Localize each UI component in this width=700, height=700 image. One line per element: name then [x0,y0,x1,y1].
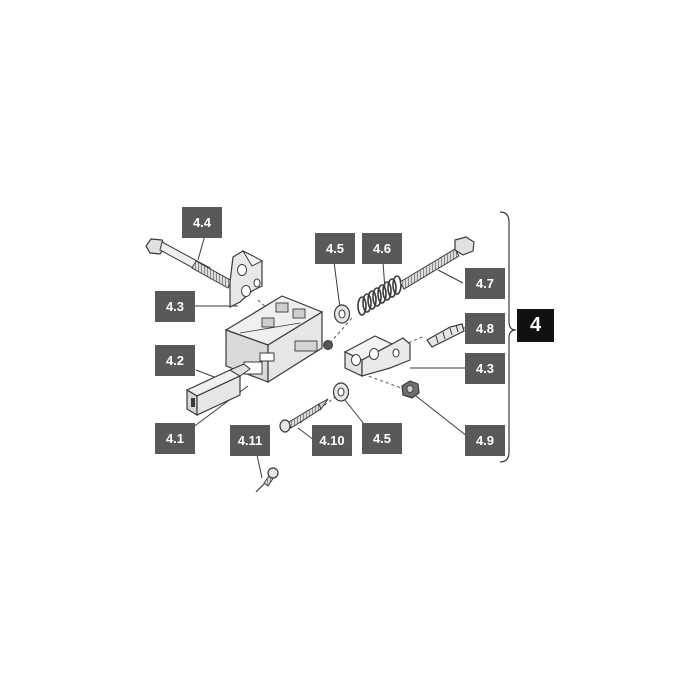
wood-screw-icon [279,398,329,433]
label-4-9: 4.9 [465,425,505,456]
group-label: 4 [517,309,554,342]
spring-icon [357,275,402,316]
hex-bolt-icon [145,238,233,289]
label-4-10: 4.10 [312,425,352,456]
label-4-5-top: 4.5 [315,233,355,264]
label-4-3-top: 4.3 [155,291,195,322]
label-4-7: 4.7 [465,268,505,299]
group-bracket [499,211,517,463]
plug-icon [185,363,251,417]
label-4-3-right: 4.3 [465,353,505,384]
angle-bracket-icon [229,249,264,308]
washer-icon [333,304,351,324]
label-4-2: 4.2 [155,345,195,376]
threaded-bolt-icon [399,236,475,290]
label-4-6: 4.6 [362,233,402,264]
label-4-4: 4.4 [182,207,222,238]
washer-icon [332,382,350,402]
label-4-1: 4.1 [155,423,195,454]
nut-icon [401,380,420,399]
label-4-11: 4.11 [230,425,270,456]
label-4-8: 4.8 [465,313,505,344]
small-screw-icon [255,467,279,493]
angle-bracket-icon [343,335,411,377]
wall-plug-icon [426,323,465,348]
label-4-5-bottom: 4.5 [362,423,402,454]
